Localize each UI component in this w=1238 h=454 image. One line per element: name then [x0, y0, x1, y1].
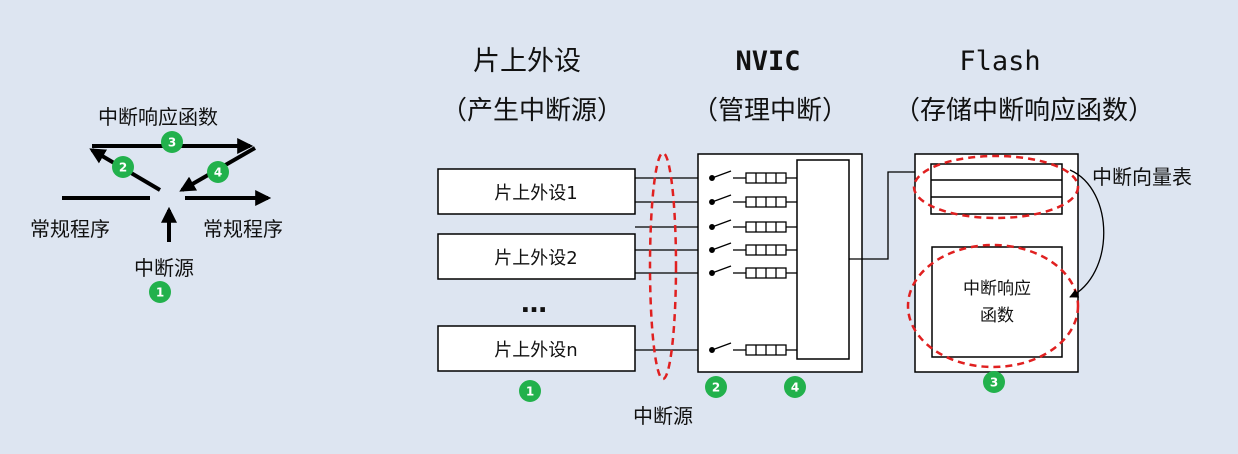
interrupt-source-ellipse — [648, 151, 678, 381]
peripheral-label-n: 片上外设n — [494, 340, 577, 361]
peripheral-arrows — [635, 173, 707, 355]
handler-label: 中断响应函数 — [98, 105, 218, 129]
badge-bottom-nvic-2: 2 — [705, 376, 727, 398]
svg-text:2: 2 — [119, 161, 127, 175]
badge-bottom-flash-3: 3 — [983, 371, 1005, 393]
flow-overview: 中断响应函数 常规程序 常规程序 中断源 3 2 4 1 — [30, 105, 283, 303]
badge-bottom-peripheral: 1 — [519, 380, 541, 402]
nvic-to-vector-arrow — [849, 167, 931, 260]
peripheral-label-1: 片上外设1 — [494, 183, 577, 204]
handler-ellipse — [906, 243, 1080, 369]
nvic-switches — [709, 170, 797, 356]
flash-title: Flash — [959, 46, 1040, 77]
peripheral-box-n — [437, 325, 636, 372]
flash-subtitle: （存储中断响应函数） — [894, 96, 1154, 126]
nvic-subtitle: （管理中断） — [692, 96, 848, 126]
svg-text:3: 3 — [168, 136, 176, 150]
badge-step-3-top: 3 — [161, 131, 183, 153]
svg-text:3: 3 — [990, 376, 998, 390]
badge-bottom-nvic-4: 4 — [784, 376, 806, 398]
flash-block: 中断向量表 中断响应 函数 — [906, 153, 1192, 373]
svg-text:1: 1 — [156, 286, 164, 300]
peripheral-box-1 — [437, 168, 636, 215]
source-label: 中断源 — [134, 256, 194, 280]
nvic-title: NVIC — [735, 46, 800, 77]
normal-program-right-label: 常规程序 — [203, 217, 283, 241]
vector-to-handler-arrow — [1069, 169, 1105, 298]
svg-text:4: 4 — [791, 381, 799, 395]
nvic-block — [697, 153, 863, 373]
peripheral-box-2 — [437, 233, 636, 280]
vector-table-ellipse — [912, 154, 1080, 220]
badge-step-2-left: 2 — [112, 156, 134, 178]
handler-line-2: 函数 — [980, 306, 1014, 326]
peripheral-label-2: 片上外设2 — [494, 248, 577, 269]
badge-step-1-source: 1 — [149, 281, 171, 303]
bottom-source-label: 中断源 — [633, 404, 693, 428]
peripheral-column: 片上外设1 片上外设2 … 片上外设n — [437, 168, 636, 372]
vector-table-label: 中断向量表 — [1092, 165, 1192, 189]
svg-text:1: 1 — [526, 385, 534, 399]
peripheral-title: 片上外设 — [473, 46, 581, 77]
svg-text:2: 2 — [712, 381, 720, 395]
peripheral-ellipsis: … — [521, 289, 547, 319]
handler-line-1: 中断响应 — [963, 279, 1031, 299]
nvic-arbiter — [796, 159, 850, 360]
svg-text:4: 4 — [214, 166, 222, 180]
vector-table — [930, 163, 1063, 215]
normal-program-left-label: 常规程序 — [30, 217, 110, 241]
badge-step-4-right: 4 — [207, 161, 229, 183]
handler-box — [931, 246, 1063, 358]
column-headers: 片上外设 （产生中断源） NVIC （管理中断） Flash （存储中断响应函数… — [441, 46, 1154, 126]
peripheral-subtitle: （产生中断源） — [441, 96, 623, 126]
